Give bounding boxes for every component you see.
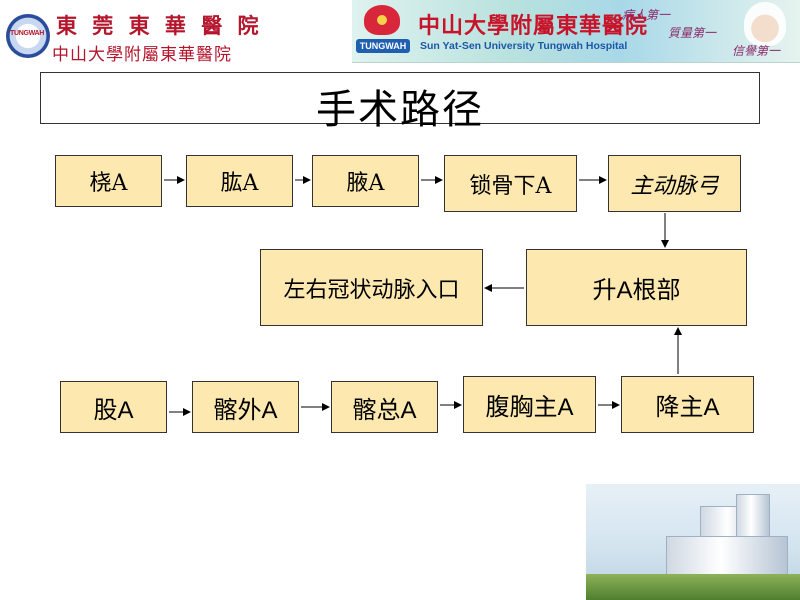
banner-title: 中山大學附屬東華醫院 bbox=[418, 13, 649, 39]
banner-slogan: 質量第一 bbox=[668, 26, 717, 40]
node-brachial-artery: 肱A bbox=[186, 155, 293, 207]
node-label: 主动脉弓 bbox=[630, 173, 719, 199]
banner-slogan: 病人第一 bbox=[622, 8, 671, 22]
node-label: 肱A bbox=[220, 171, 259, 196]
node-label: 股A bbox=[93, 396, 134, 424]
hospital-banner: TUNGWAH 中山大學附屬東華醫院 Sun Yat-Sen Universit… bbox=[352, 0, 800, 63]
node-descending-aorta: 降主A bbox=[621, 376, 754, 433]
node-label: 左右冠状动脉入口 bbox=[283, 277, 460, 303]
node-label: 腋A bbox=[346, 171, 385, 196]
hospital-affiliation: 中山大學附屬東華醫院 bbox=[52, 45, 232, 65]
node-axillary-artery: 腋A bbox=[312, 155, 419, 207]
page-title: 手术路径 bbox=[316, 87, 484, 133]
banner-subtitle: Sun Yat-Sen University Tungwah Hospital bbox=[420, 40, 628, 52]
hospital-name: 東 莞 東 華 醫 院 bbox=[56, 13, 263, 38]
banner-logo-tag: TUNGWAH bbox=[356, 39, 410, 53]
node-aortic-arch: 主动脉弓 bbox=[608, 155, 741, 212]
node-coronary-ostia: 左右冠状动脉入口 bbox=[260, 249, 483, 326]
seal-text: TUNGWAH bbox=[10, 30, 45, 37]
hospital-logo: TUNGWAH 東 莞 東 華 醫 院 中山大學附屬東華醫院 bbox=[2, 6, 259, 65]
node-common-iliac-artery: 髂总A bbox=[331, 381, 438, 433]
node-label: 降主A bbox=[655, 394, 720, 421]
node-label: 髂总A bbox=[352, 396, 417, 424]
nurse-photo bbox=[744, 2, 786, 46]
node-label: 髂外A bbox=[213, 396, 278, 424]
node-label: 桡A bbox=[89, 171, 128, 196]
lawn bbox=[586, 574, 800, 600]
node-aortic-root: 升A根部 bbox=[526, 249, 747, 326]
hospital-building-photo bbox=[586, 484, 800, 600]
node-label: 腹胸主A bbox=[485, 394, 574, 421]
node-label: 升A根部 bbox=[592, 277, 681, 304]
node-subclavian-artery: 锁骨下A bbox=[444, 155, 577, 212]
banner-slogan: 信譽第一 bbox=[732, 44, 781, 58]
node-label: 锁骨下A bbox=[469, 173, 552, 199]
building-podium bbox=[666, 536, 788, 576]
flower-emblem-icon bbox=[364, 5, 400, 35]
hospital-seal-icon: TUNGWAH bbox=[6, 14, 50, 58]
title-box: 手术路径 bbox=[40, 72, 760, 133]
banner-logo-icon: TUNGWAH bbox=[356, 3, 410, 57]
node-external-iliac-artery: 髂外A bbox=[192, 381, 299, 433]
node-thoracoabdominal-aorta: 腹胸主A bbox=[463, 376, 596, 433]
node-femoral-artery: 股A bbox=[60, 381, 167, 433]
node-radial-artery: 桡A bbox=[55, 155, 162, 207]
